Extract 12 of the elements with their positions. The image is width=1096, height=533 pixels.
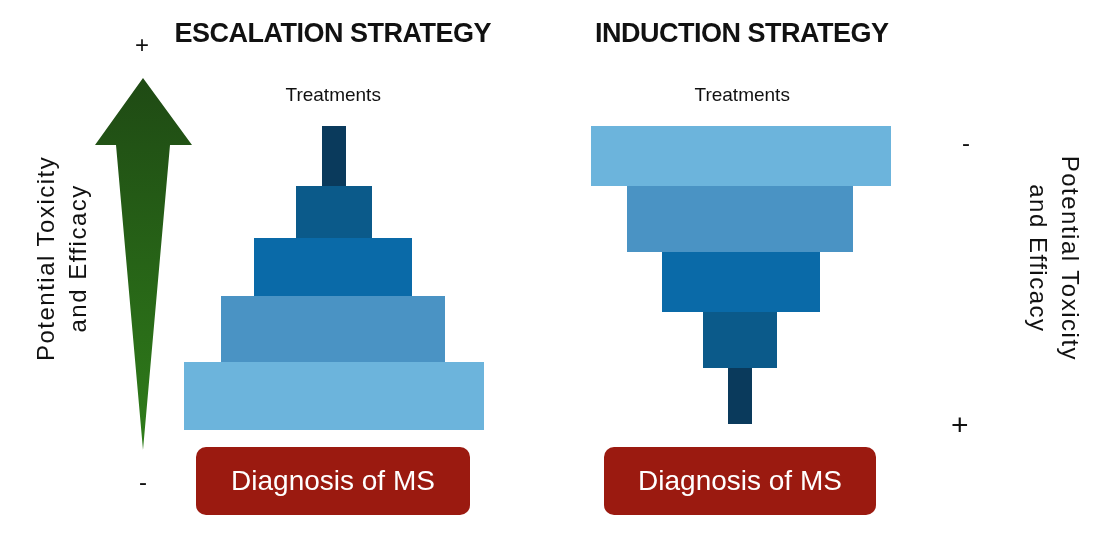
stack-label: Treatments bbox=[694, 84, 790, 106]
diagnosis-box: Diagnosis of MS bbox=[604, 447, 876, 515]
axis-end-sign: + bbox=[951, 408, 969, 442]
axis-end-sign: + bbox=[135, 31, 149, 59]
section-heading: ESCALATION STRATEGY bbox=[174, 17, 491, 49]
stack-label: Treatments bbox=[285, 84, 381, 106]
axis-end-sign: - bbox=[139, 468, 147, 496]
axis-title: Potential Toxicity and Efficacy bbox=[1024, 154, 1086, 363]
axis-end-sign: - bbox=[962, 129, 970, 157]
axis-title: Potential Toxicity and Efficacy bbox=[30, 154, 92, 363]
section-heading: INDUCTION STRATEGY bbox=[595, 17, 889, 49]
diagnosis-box: Diagnosis of MS bbox=[196, 447, 470, 515]
